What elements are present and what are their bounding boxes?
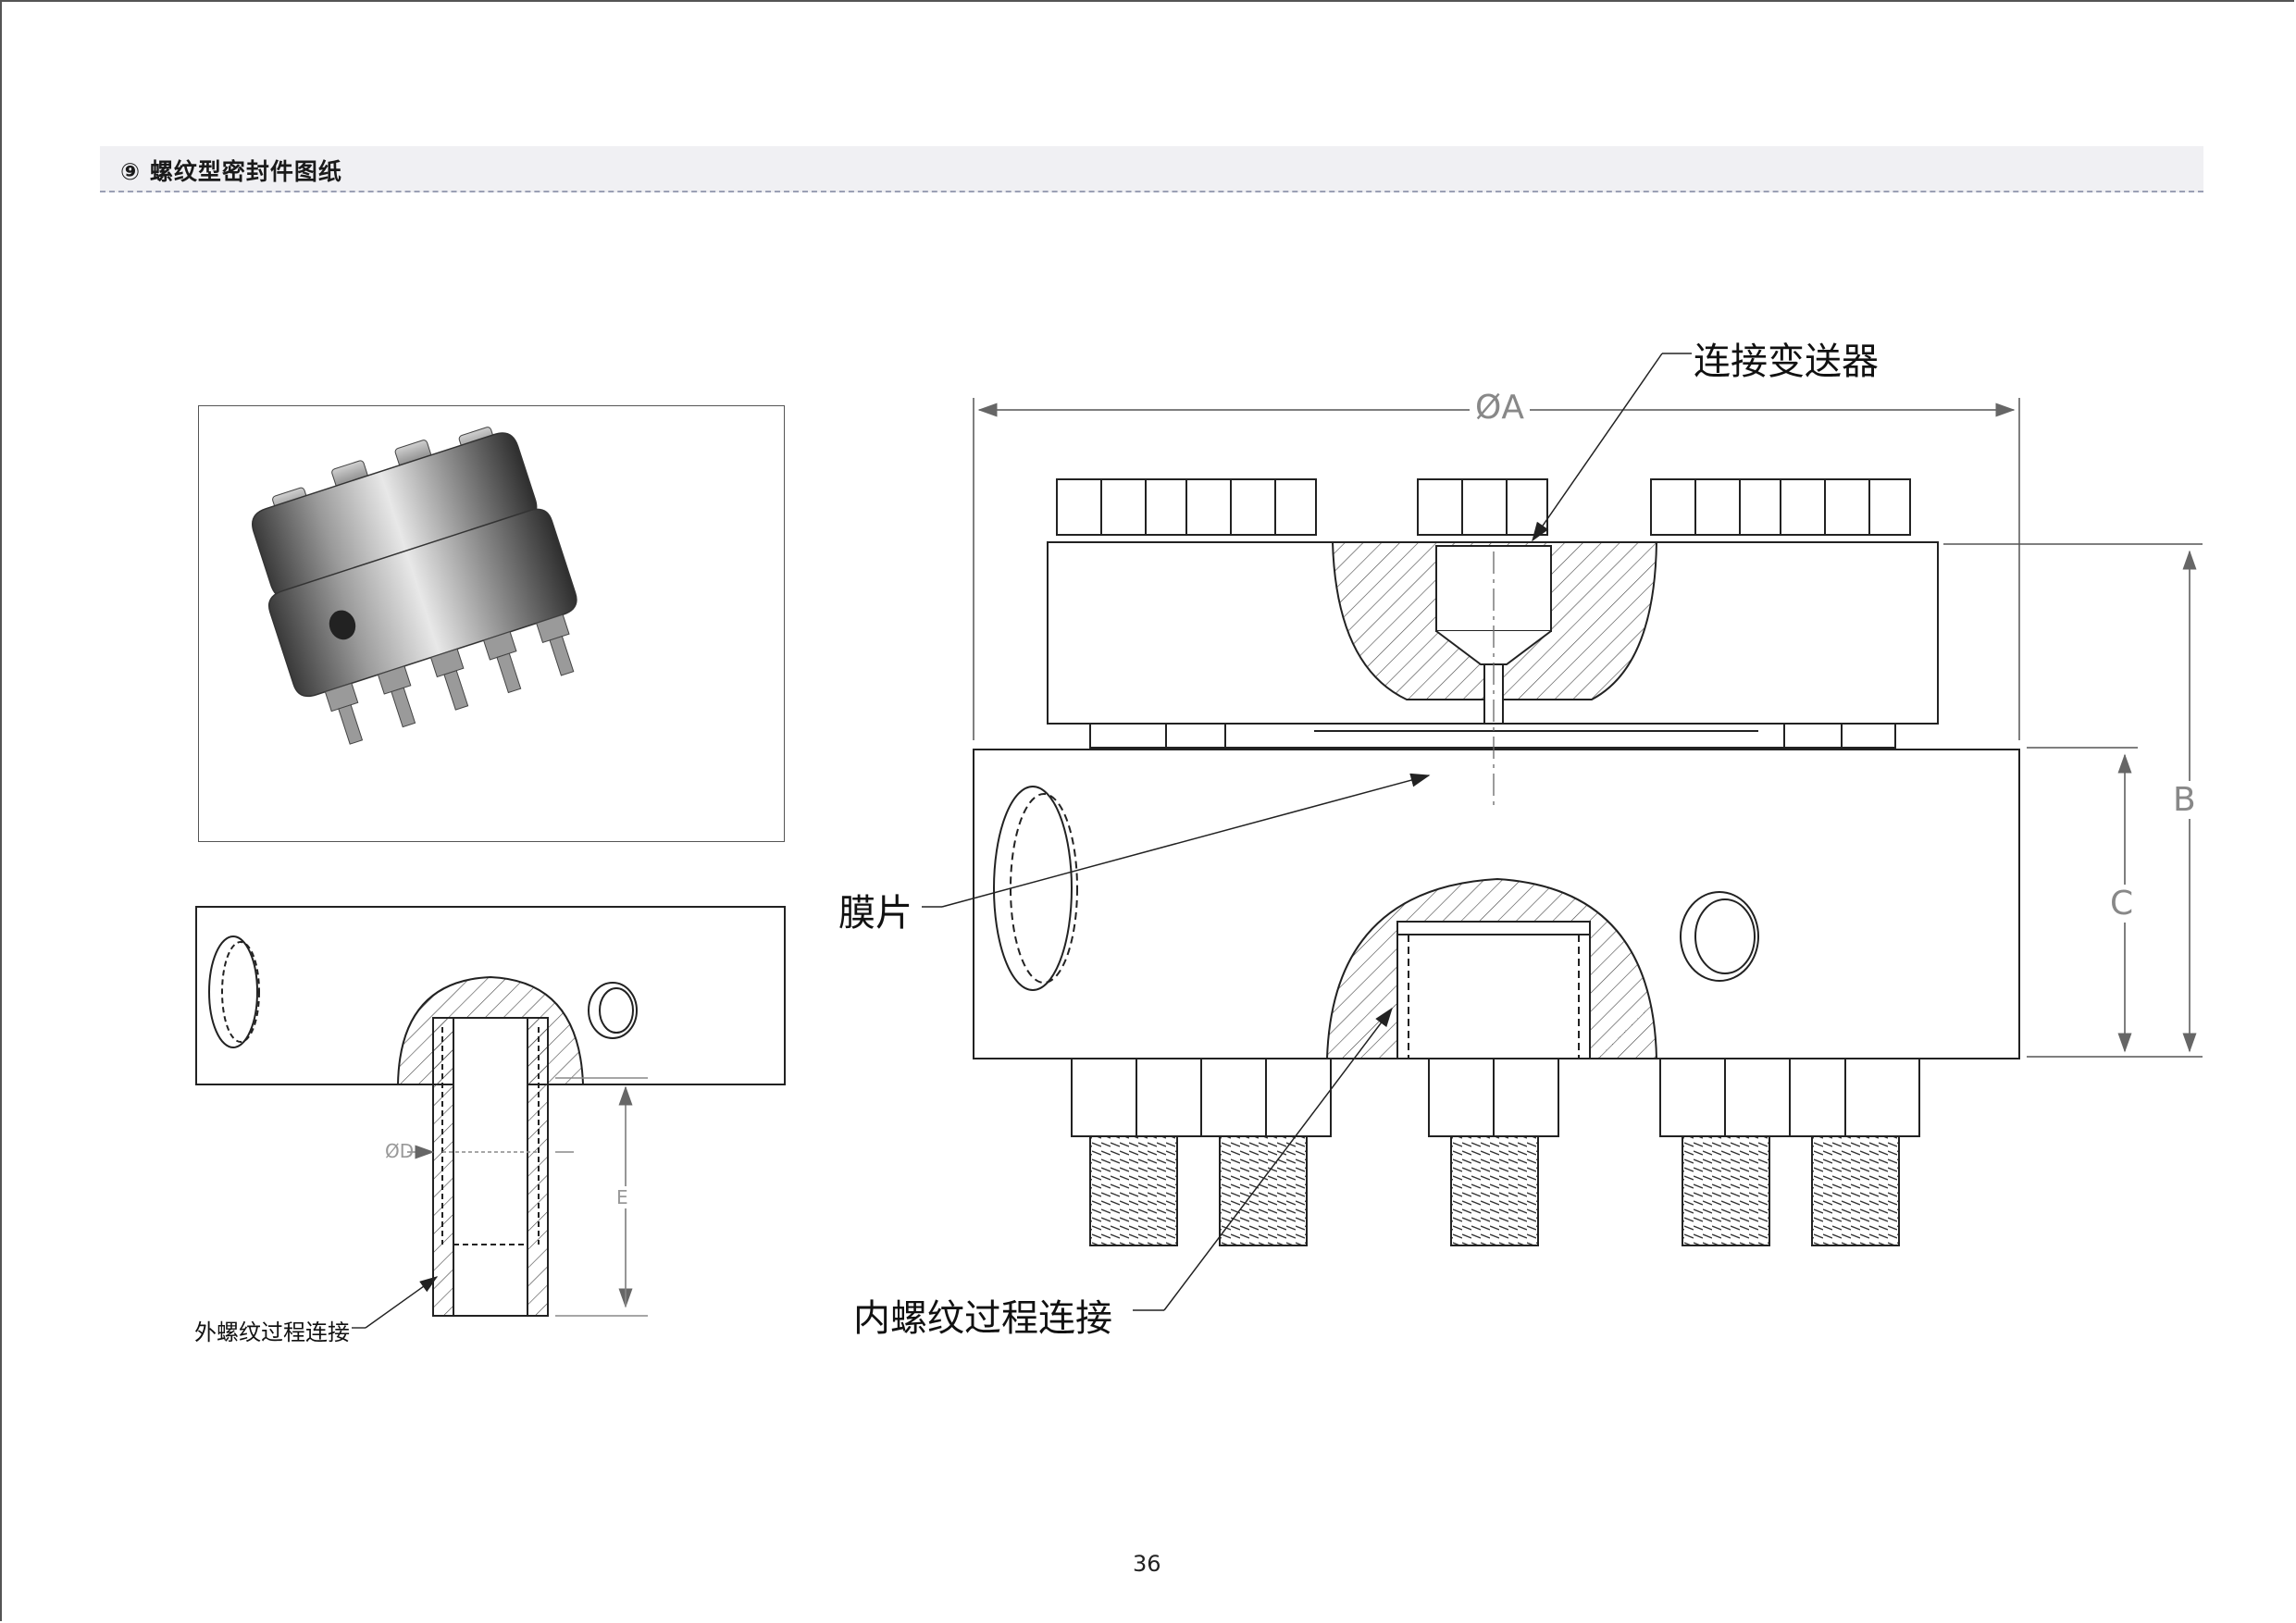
dim-E: E	[616, 1186, 628, 1208]
dim-B: B	[2173, 781, 2196, 819]
section-header: ⑨ 螺纹型密封件图纸	[100, 146, 2203, 192]
product-photo	[252, 427, 577, 745]
small-section-view	[195, 906, 786, 1317]
product-photo-frame	[198, 405, 785, 842]
label-connect-transmitter: 连接变送器	[1694, 341, 1879, 383]
label-external-thread: 外螺纹过程连接	[194, 1319, 350, 1345]
dim-C: C	[2110, 885, 2134, 923]
dim-A: ØA	[1470, 389, 1530, 427]
label-diaphragm: 膜片	[838, 892, 912, 935]
page-number: 36	[1133, 1551, 1161, 1577]
main-assembly-drawing	[973, 478, 2020, 1246]
dim-D: ØD	[385, 1140, 415, 1162]
section-title: ⑨ 螺纹型密封件图纸	[120, 158, 342, 185]
label-internal-thread: 内螺纹过程连接	[853, 1297, 1112, 1340]
